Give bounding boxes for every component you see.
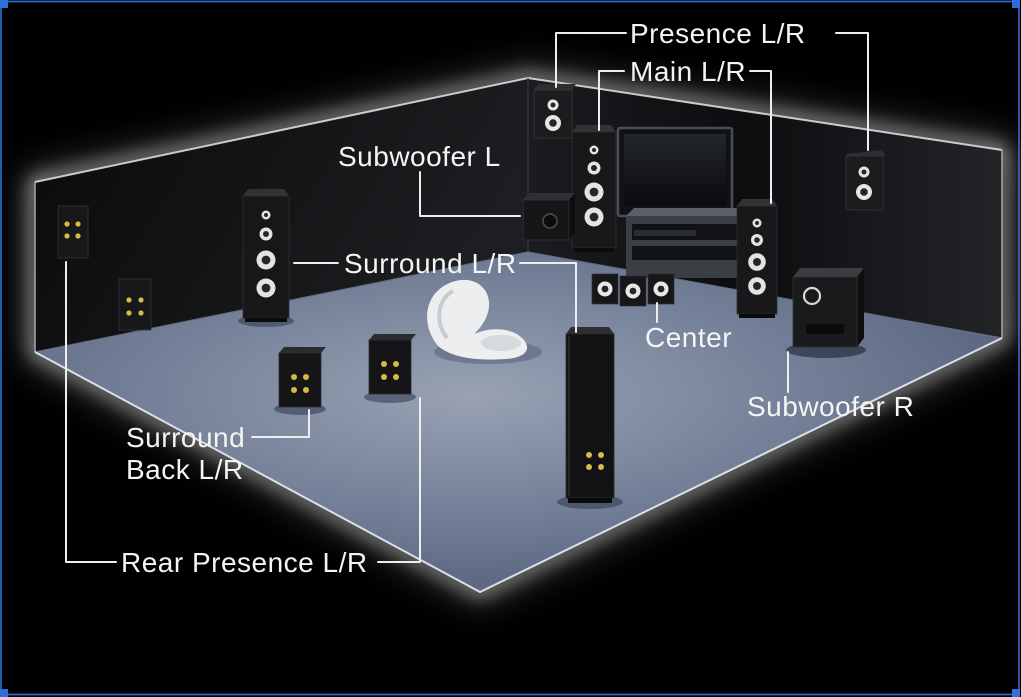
selection-handle-top-right[interactable]	[1012, 0, 1020, 8]
leader-subwoofer-left	[419, 171, 521, 217]
selection-handle-bottom-right[interactable]	[1012, 689, 1020, 697]
rear-presence-left-speaker	[57, 205, 89, 259]
label-surround-back-line1: Surround	[126, 422, 245, 453]
leader-main-right	[749, 70, 772, 204]
label-presence: Presence L/R	[630, 18, 806, 49]
leader-rear-presence-right	[377, 397, 421, 563]
main-left-speaker	[571, 125, 617, 252]
main-right-speaker	[736, 199, 778, 318]
listening-chair	[427, 279, 528, 360]
leader-presence-left	[555, 32, 627, 88]
center-speaker	[591, 273, 675, 307]
label-subwoofer-right: Subwoofer R	[747, 391, 914, 422]
leader-rear-presence-left	[65, 261, 117, 563]
label-center: Center	[645, 322, 732, 353]
selection-handle-top-left[interactable]	[0, 0, 8, 8]
label-rear-presence: Rear Presence L/R	[121, 547, 368, 578]
floor	[35, 252, 1002, 592]
tv-rack	[626, 208, 756, 284]
floor-front-edge	[34, 337, 1003, 594]
leader-surround-right	[519, 262, 577, 333]
leader-lines	[65, 32, 869, 563]
surround-back-right-speaker	[368, 334, 416, 395]
rear-presence-right-speaker	[118, 278, 152, 331]
front-presence-left-speaker	[533, 84, 576, 139]
subwoofer-left	[522, 193, 575, 241]
label-main: Main L/R	[630, 56, 746, 87]
label-surround-back-line2: Back L/R	[126, 454, 244, 485]
leader-presence-right	[835, 32, 869, 151]
speakers	[57, 84, 886, 503]
label-surround: Surround L/R	[344, 248, 517, 279]
surround-back-left-speaker	[278, 347, 326, 408]
label-subwoofer-left: Subwoofer L	[338, 141, 501, 172]
leader-surround-back	[251, 409, 310, 438]
selection-handle-bottom-left[interactable]	[0, 689, 8, 697]
surround-right-speaker	[565, 327, 615, 503]
surround-left-speaker	[242, 189, 290, 322]
front-presence-right-speaker	[845, 150, 886, 211]
tv	[616, 126, 734, 219]
subwoofer-right	[792, 268, 864, 348]
labels: Presence L/R Main L/R Subwoofer L Surrou…	[121, 18, 914, 578]
leader-main-left	[598, 70, 625, 131]
